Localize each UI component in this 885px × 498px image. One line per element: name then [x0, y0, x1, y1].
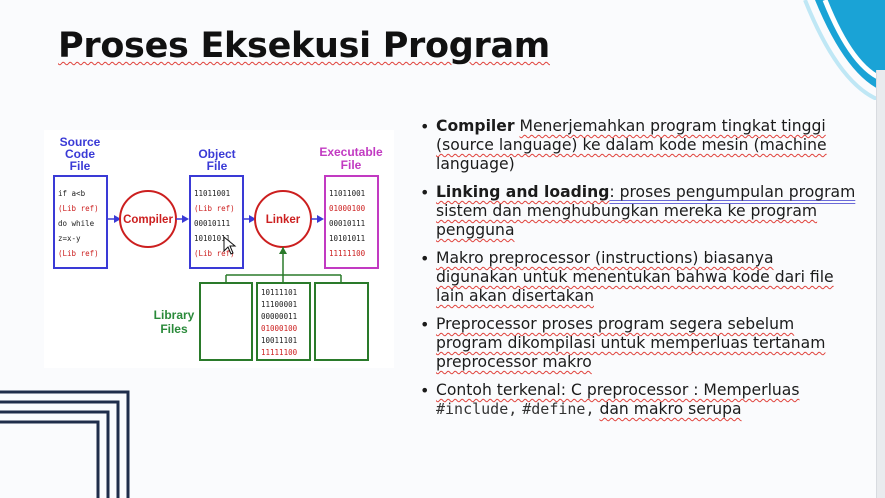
executable-line-3: 00010111: [329, 219, 365, 228]
library-file-box-2: [256, 282, 311, 361]
object-file-box: [189, 175, 244, 269]
corner-decoration-bottom-left: [0, 390, 130, 498]
compiler-label: Compiler: [123, 214, 173, 226]
bullet-5-suffix: dan makro serupa: [599, 400, 742, 418]
bullet-4-text-1: Preprocessor proses program segera sebel…: [436, 315, 795, 333]
source-file-box: [53, 175, 108, 269]
right-edge-strip: [876, 70, 885, 498]
bullet-4-text-3: preprocessor makro: [436, 353, 592, 371]
bullet-1-text-3: language): [436, 155, 515, 173]
library-line-5: 10011101: [261, 336, 297, 345]
source-label-1: Source: [60, 135, 101, 149]
bullet-preprocessor: Preprocessor proses program segera sebel…: [416, 315, 856, 372]
bullet-compiler: Compiler Menerjemahkan program tingkat t…: [416, 117, 856, 174]
executable-line-5: 11111100: [329, 249, 366, 258]
bullet-5-prefix: Contoh terkenal: C preprocessor : Memper…: [436, 381, 800, 399]
cursor-icon: [223, 235, 237, 255]
object-line-2: (Lib ref): [194, 204, 235, 213]
source-line-3: do while: [58, 219, 95, 228]
executable-line-2: 01000100: [329, 204, 366, 213]
bullet-5-code-1: #include,: [436, 400, 518, 418]
bullet-1-bold: Compiler: [436, 117, 515, 135]
bullet-5-code-2: #define,: [522, 400, 595, 418]
bullet-2-text-1: : proses pengumpulan program: [609, 183, 856, 201]
object-line-1: 11011001: [194, 189, 230, 198]
bullet-4-text-2: program dikompilasi untuk memperluas ter…: [436, 334, 826, 352]
bullet-2-text-2: sistem dan menghubungkan mereka ke progr…: [436, 202, 818, 220]
bullet-2-text-3: pengguna: [436, 221, 515, 239]
source-label-3: File: [70, 159, 91, 173]
library-label-1: Library: [154, 308, 195, 322]
library-file-box-3: [314, 282, 369, 361]
bullet-3-text-2: digunakan untuk menentukan bahwa kode da…: [436, 268, 834, 286]
library-file-box-1: [199, 282, 253, 361]
bullet-contoh: Contoh terkenal: C preprocessor : Memper…: [416, 381, 856, 419]
executable-label-2: File: [341, 158, 362, 172]
source-label-2: Code: [65, 147, 95, 161]
object-line-4: 10101011: [194, 234, 230, 243]
source-line-1: if a<b: [58, 189, 86, 198]
executable-file-box: [324, 175, 379, 269]
page-title: Proses Eksekusi Program: [58, 26, 550, 66]
bullet-1-text-1: Menerjemahkan program tingkat tinggi: [519, 117, 826, 135]
bullet-list: Compiler Menerjemahkan program tingkat t…: [416, 117, 856, 428]
bullet-3-text-1: Makro preprocessor (instructions) biasan…: [436, 249, 774, 267]
bullet-1-text-2: (source language) ke dalam kode mesin (m…: [436, 136, 827, 154]
source-line-5: (Lib ref): [58, 249, 99, 258]
object-line-3: 00010111: [194, 219, 230, 228]
compilation-diagram: Source Code File if a<b (Lib ref) do whi…: [44, 130, 394, 368]
library-line-6: 11111100: [261, 348, 298, 357]
executable-line-1: 11011001: [329, 189, 365, 198]
library-label-2: Files: [160, 322, 188, 336]
object-label-1: Object: [198, 147, 235, 161]
source-line-4: z=x-y: [58, 234, 81, 243]
executable-line-4: 10101011: [329, 234, 365, 243]
bullet-makro: Makro preprocessor (instructions) biasan…: [416, 249, 856, 306]
library-line-1: 10111101: [261, 288, 297, 297]
linker-label: Linker: [266, 214, 301, 226]
library-line-3: 00000011: [261, 312, 297, 321]
object-label-2: File: [207, 159, 228, 173]
bullet-2-bold: Linking and loading: [436, 183, 610, 201]
bullet-3-text-3: lain akan disertakan: [436, 287, 594, 305]
executable-label-1: Executable: [319, 145, 383, 159]
source-line-2: (Lib ref): [58, 204, 99, 213]
library-line-2: 11100001: [261, 300, 297, 309]
object-line-5: (Lib ref): [194, 249, 235, 258]
bullet-linking: Linking and loading: proses pengumpulan …: [416, 183, 856, 240]
library-line-4: 01000100: [261, 324, 298, 333]
corner-decoration-top-right: [803, 0, 885, 100]
